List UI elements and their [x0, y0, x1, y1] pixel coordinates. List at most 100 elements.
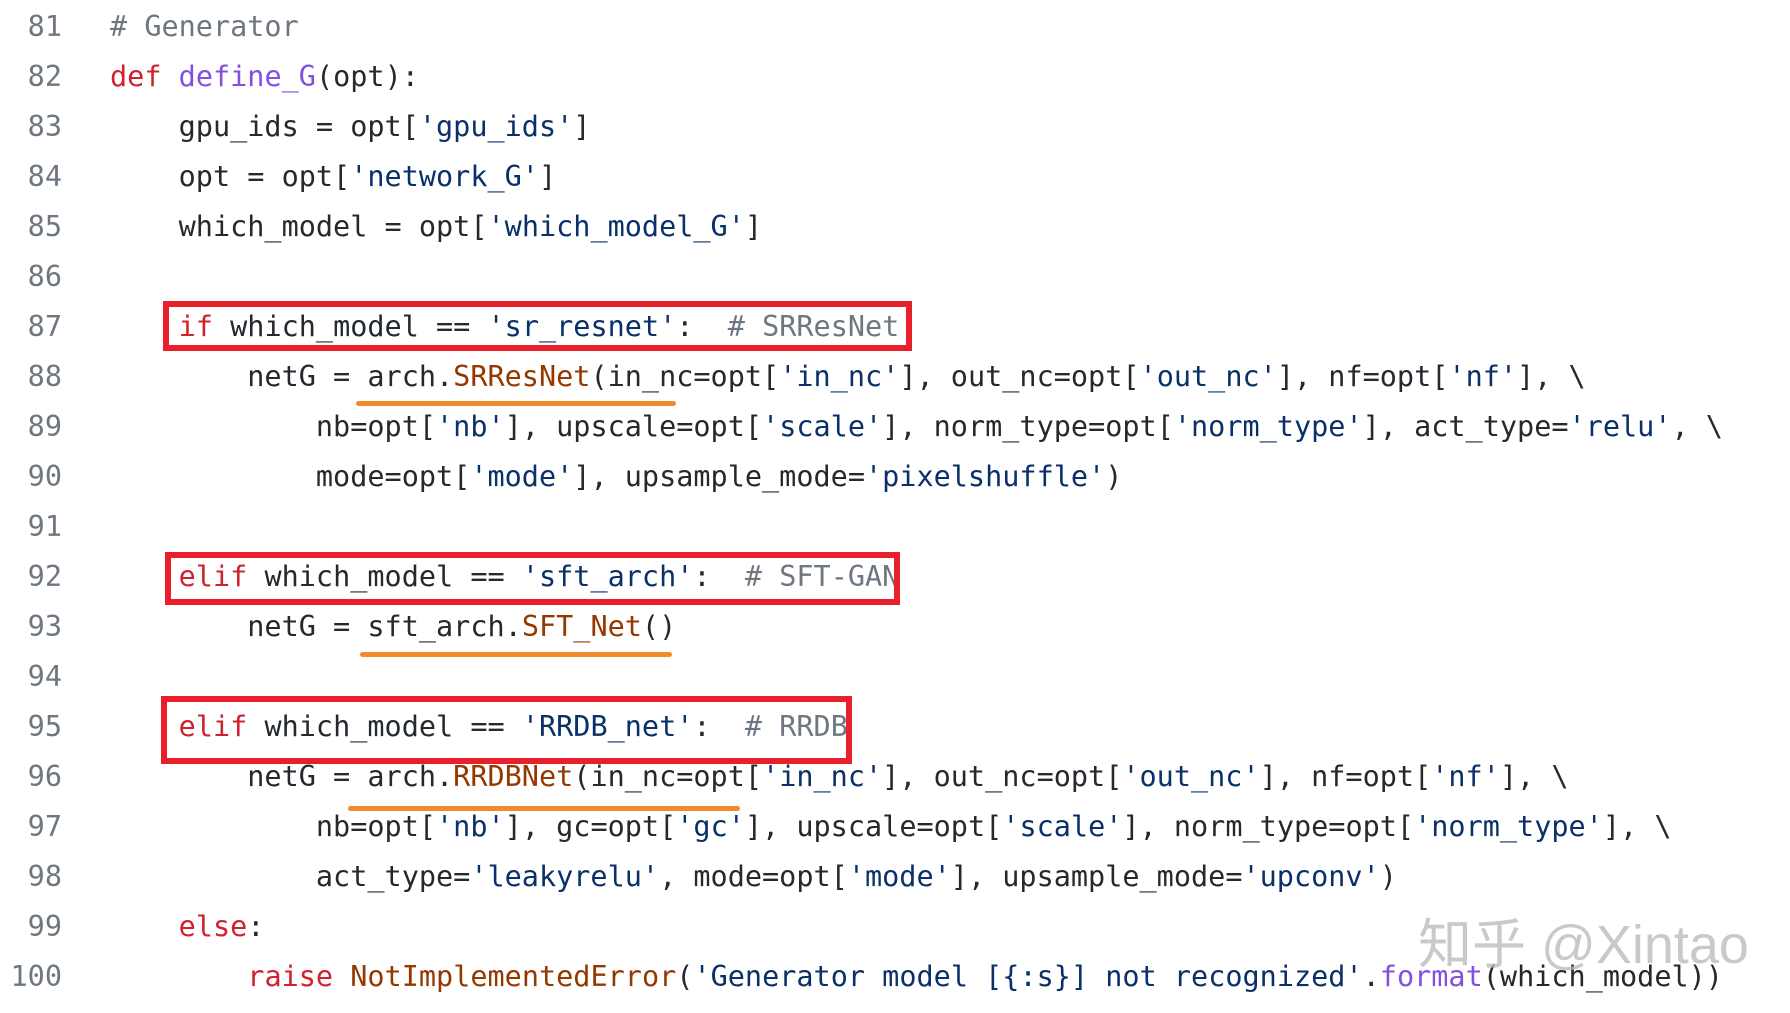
line-number: 84 [27, 160, 62, 193]
code-token: : [247, 910, 265, 943]
code-token: ] [744, 210, 763, 243]
code-token: which_model == [247, 560, 522, 593]
code-token: # RRDB [744, 710, 848, 743]
code-text: def define_G(opt): [110, 52, 419, 102]
code-token: () [641, 610, 677, 643]
code-token: 'pixelshuffle' [864, 460, 1106, 493]
line-number: 100 [10, 960, 62, 993]
code-token: ], out_nc=opt[ [882, 760, 1123, 793]
code-line: 85 which_model = opt['which_model_G'] [0, 202, 1790, 252]
line-number: 96 [27, 760, 62, 793]
code-token: elif [178, 710, 248, 743]
code-line: 89 nb=opt['nb'], upscale=opt['scale'], n… [0, 402, 1790, 452]
code-token: # SFT-GAN [744, 560, 900, 593]
code-token: format [1379, 960, 1483, 993]
code-text: netG = sft_arch.SFT_Net() [110, 602, 676, 652]
code-token: : [693, 710, 745, 743]
code-token: ( [676, 960, 694, 993]
line-number: 85 [27, 210, 62, 243]
code-token [333, 960, 350, 993]
code-token: ], norm_type=opt[ [1122, 810, 1415, 843]
code-text: which_model = opt['which_model_G'] [110, 202, 762, 252]
code-token: (in_nc=opt[ [573, 760, 763, 793]
code-token: 'Generator model [{:s}] not recognized' [693, 960, 1363, 993]
code-line: 88 netG = arch.SRResNet(in_nc=opt['in_nc… [0, 352, 1790, 402]
code-token: ], upsample_mode= [573, 460, 865, 493]
code-token: opt = opt[ [110, 160, 351, 193]
code-token: 'gpu_ids' [418, 110, 574, 143]
code-token: # SRResNet [727, 310, 900, 343]
line-number: 83 [27, 110, 62, 143]
line-number: 81 [27, 10, 62, 43]
code-token: ], norm_type=opt[ [882, 410, 1174, 443]
code-token: ], out_nc=opt[ [899, 360, 1140, 393]
line-number: 91 [27, 510, 62, 543]
code-text: mode=opt['mode'], upsample_mode='pixelsh… [110, 452, 1122, 502]
code-token: : [693, 560, 745, 593]
code-token: mode=opt[ [110, 460, 471, 493]
code-line: 98 act_type='leakyrelu', mode=opt['mode'… [0, 852, 1790, 902]
code-token: # Generator [110, 10, 299, 43]
code-text: elif which_model == 'sft_arch': # SFT-GA… [110, 552, 900, 602]
code-token: ], nf=opt[ [1259, 760, 1432, 793]
code-token: 'norm_type' [1173, 410, 1363, 443]
code-token: def [110, 60, 162, 93]
underline-rrdbnet [348, 806, 740, 811]
code-token: 'mode' [470, 460, 574, 493]
code-text: else: [110, 902, 265, 952]
code-token: 'nf' [1448, 360, 1518, 393]
code-line: 93 netG = sft_arch.SFT_Net() [0, 602, 1790, 652]
code-line: 94 [0, 652, 1790, 702]
code-token: which_model == [247, 710, 522, 743]
code-token: 'scale' [762, 410, 883, 443]
highlight-box-sft-arch [165, 552, 900, 605]
code-token: ], \ [1602, 810, 1672, 843]
code-line: 99 else: [0, 902, 1790, 952]
code-token: 'nb' [436, 810, 505, 843]
code-token: ) [1379, 860, 1397, 893]
code-token: 'sft_arch' [521, 560, 694, 593]
code-line: 100 raise NotImplementedError('Generator… [0, 952, 1790, 1002]
code-token: , mode=opt[ [659, 860, 848, 893]
code-token: ], upscale=opt[ [744, 810, 1003, 843]
code-token: netG = arch. [110, 760, 454, 793]
code-token: which_model = opt[ [110, 210, 488, 243]
code-token: 'upconv' [1242, 860, 1380, 893]
code-line: 90 mode=opt['mode'], upsample_mode='pixe… [0, 452, 1790, 502]
line-number: 89 [27, 410, 62, 443]
highlight-box-rrdb-net [161, 696, 852, 764]
code-token: 'norm_type' [1414, 810, 1603, 843]
code-token: 'gc' [676, 810, 745, 843]
code-text: gpu_ids = opt['gpu_ids'] [110, 102, 591, 152]
code-token: if [178, 310, 213, 343]
code-token: (opt): [315, 60, 419, 93]
code-token [110, 960, 247, 993]
code-token [110, 910, 179, 943]
code-token: NotImplementedError [350, 960, 677, 993]
code-line: 86 [0, 252, 1790, 302]
code-line: 84 opt = opt['network_G'] [0, 152, 1790, 202]
code-token: ] [573, 110, 591, 143]
code-text: nb=opt['nb'], upscale=opt['scale'], norm… [110, 402, 1723, 452]
underline-srresnet [356, 401, 676, 406]
code-token: 'RRDB_net' [521, 710, 694, 743]
code-text: if which_model == 'sr_resnet': # SRResNe… [110, 302, 900, 352]
code-token: ], upsample_mode= [950, 860, 1243, 893]
code-text: netG = arch.SRResNet(in_nc=opt['in_nc'],… [110, 352, 1585, 402]
code-token: : [676, 310, 728, 343]
code-token: netG = sft_arch. [110, 610, 522, 643]
code-line: 97 nb=opt['nb'], gc=opt['gc'], upscale=o… [0, 802, 1790, 852]
code-text: raise NotImplementedError('Generator mod… [110, 952, 1723, 1002]
watermark: 知乎 @Xintao [1418, 915, 1749, 975]
code-token: (in_nc=opt[ [590, 360, 780, 393]
code-token: gpu_ids = opt[ [110, 110, 419, 143]
code-line: 96 netG = arch.RRDBNet(in_nc=opt['in_nc'… [0, 752, 1790, 802]
line-number: 97 [27, 810, 62, 843]
line-number: 98 [27, 860, 62, 893]
code-token: act_type= [110, 860, 471, 893]
code-token: (which_model)) [1482, 960, 1723, 993]
line-number: 95 [27, 710, 62, 743]
code-token: , \ [1671, 410, 1723, 443]
